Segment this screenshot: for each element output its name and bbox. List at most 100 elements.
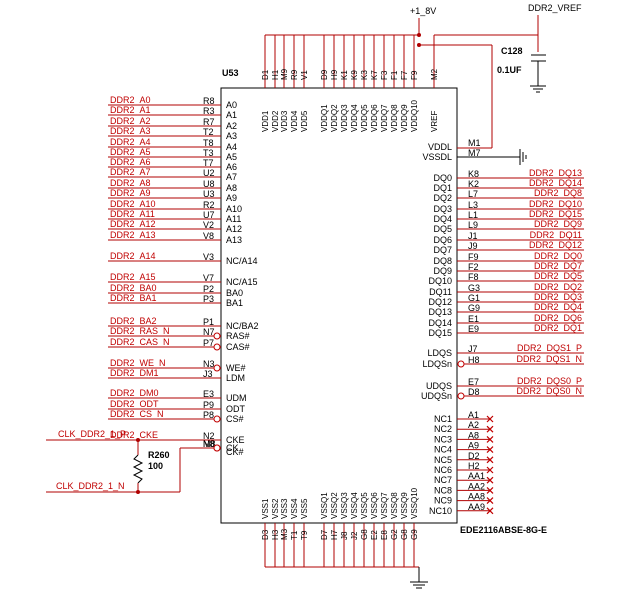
inversion-bubble — [213, 332, 221, 340]
vref-net-label: DDR2_VREF — [528, 3, 582, 13]
no-connect-icon — [486, 497, 494, 505]
pin-number: P1 — [203, 317, 214, 327]
chip-part-number: EDE2116ABSE-8G-E — [460, 525, 547, 535]
pin-number: N7 — [203, 327, 215, 337]
pin-name: VSS4 — [290, 498, 299, 519]
pin-number: V2 — [203, 220, 214, 230]
pin-number: R3 — [203, 106, 215, 116]
pin-name: A10 — [226, 204, 242, 214]
pin-number: K1 — [340, 70, 349, 80]
pin-number: V3 — [203, 252, 214, 262]
pin-name: A12 — [226, 224, 242, 234]
pin-number: D9 — [320, 69, 329, 80]
pin-name: A1 — [226, 110, 237, 120]
pin-name: NC/A15 — [226, 277, 258, 287]
pin-number: H8 — [468, 355, 480, 365]
pin-number: A1 — [468, 410, 479, 420]
pin-name: VDDQ3 — [340, 104, 349, 132]
pin-number: P7 — [203, 338, 214, 348]
ground-icon — [519, 149, 527, 165]
net-label-ddr2-a6: DDR2_A6 — [110, 157, 151, 167]
pin-name: VSS2 — [271, 498, 280, 519]
pin-name: VDDQ9 — [400, 104, 409, 132]
pin-name: VDDQ6 — [370, 104, 379, 132]
pin-number: H1 — [271, 69, 280, 80]
pin-number: P3 — [203, 294, 214, 304]
pin-number: H9 — [330, 69, 339, 80]
inversion-bubble — [457, 360, 465, 368]
pin-number: L9 — [468, 220, 478, 230]
chip-body — [220, 87, 458, 524]
net-label: DDR2_DQ4 — [534, 302, 582, 312]
net-label: DDR2_DQ11 — [530, 230, 582, 240]
pin-name: WE# — [226, 363, 246, 373]
pin-number: G9 — [468, 303, 480, 313]
pin-number: J2 — [350, 531, 359, 540]
pin-name: LDQSn — [422, 359, 452, 369]
inversion-bubble — [457, 392, 465, 400]
pin-name: DQ9 — [433, 266, 452, 276]
pin-name: CS# — [226, 414, 244, 424]
pin-number: N8 — [203, 439, 215, 449]
pin-name: NC6 — [434, 465, 452, 475]
pin-name: VDDL — [428, 142, 452, 152]
pin-number: D1 — [261, 69, 270, 80]
pin-number: N2 — [203, 431, 215, 441]
pin-name: UDQSn — [421, 391, 452, 401]
pin-name: A13 — [226, 235, 242, 245]
net-label-ddr2-cas-n: DDR2_CAS_N — [110, 337, 170, 347]
pin-name: DQ2 — [433, 193, 452, 203]
net-label: DDR2_DQ2 — [534, 282, 582, 292]
pin-number: N3 — [203, 359, 215, 369]
pin-name: VDDQ4 — [350, 104, 359, 132]
resistor-ref: R260 — [148, 450, 170, 460]
net-label: DDR2_DQS1_P — [517, 343, 582, 353]
pin-number: D3 — [261, 529, 270, 540]
net-label-ddr2-cke: DDR2_CKE — [110, 430, 158, 440]
net-label-ddr2-a14: DDR2_A14 — [110, 251, 156, 261]
capacitor-ref: C128 — [501, 46, 523, 56]
pin-number: AA2 — [468, 481, 485, 491]
pin-name: VSSQ10 — [410, 487, 419, 519]
no-connect-icon — [486, 466, 494, 474]
pin-name: LDM — [226, 373, 245, 383]
pin-number: H7 — [330, 529, 339, 540]
pin-number: D8 — [468, 387, 480, 397]
no-connect-icon — [486, 456, 494, 464]
pin-number: E2 — [370, 530, 379, 540]
pin-number: L7 — [468, 189, 478, 199]
pin-name: UDM — [226, 393, 247, 403]
pin-number: G8 — [400, 529, 409, 540]
net-label-ddr2-a8: DDR2_A8 — [110, 178, 151, 188]
pin-name: DQ4 — [433, 214, 452, 224]
net-label-ddr2-ba1: DDR2_BA1 — [110, 293, 157, 303]
pin-number: K2 — [468, 179, 479, 189]
pin-name: NC9 — [434, 496, 452, 506]
no-connect-icon — [486, 507, 494, 515]
pin-name: A8 — [226, 183, 237, 193]
pin-name: RAS# — [226, 331, 250, 341]
net-label-ddr2-ba0: DDR2_BA0 — [110, 283, 157, 293]
net-label: DDR2_DQ15 — [529, 209, 582, 219]
net-label-ddr2-a12: DDR2_A12 — [110, 219, 156, 229]
pin-name: VDD1 — [261, 110, 270, 132]
pin-number: G9 — [410, 529, 419, 540]
pin-name: ODT — [226, 404, 246, 414]
pin-number: A8 — [468, 430, 479, 440]
no-connect-icon — [486, 486, 494, 494]
pin-name: VSS5 — [300, 498, 309, 519]
pin-number: R7 — [203, 117, 215, 127]
pin-number: K8 — [468, 169, 479, 179]
inversion-bubble — [213, 444, 221, 452]
pin-name: NC10 — [429, 506, 452, 516]
net-label-ddr2-cs-n: DDR2_CS_N — [110, 409, 164, 419]
net-label-ddr2-a5: DDR2_A5 — [110, 147, 151, 157]
pin-number: R2 — [203, 200, 215, 210]
pin-number: P2 — [203, 284, 214, 294]
pin-name: VSSQ3 — [340, 492, 349, 519]
net-label-ddr2-ba2: DDR2_BA2 — [110, 316, 157, 326]
pin-number: T7 — [203, 158, 214, 168]
pin-name: DQ14 — [428, 318, 452, 328]
pin-name: VSS1 — [261, 498, 270, 519]
pin-name: NC4 — [434, 445, 452, 455]
